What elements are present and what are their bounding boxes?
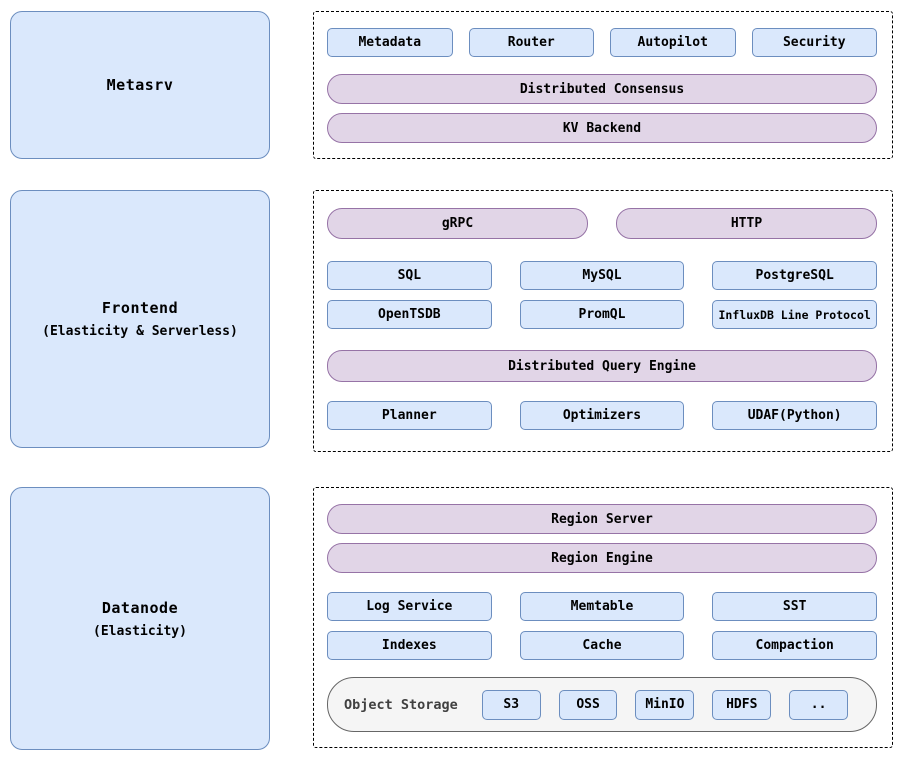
node-optimizers: Optimizers xyxy=(519,401,685,430)
node-compaction: Compaction xyxy=(712,631,877,660)
frontend-engine-modules-row: Planner Optimizers UDAF(Python) xyxy=(327,401,877,430)
metasrv-box: Metasrv xyxy=(10,11,270,159)
node-cache: Cache xyxy=(519,631,685,660)
object-storage-strip: Object Storage S3 OSS MinIO HDFS .. xyxy=(327,677,877,732)
frontend-protocols-row1: SQL MySQL PostgreSQL xyxy=(327,261,877,290)
frontend-protocols-row2: OpenTSDB PromQL InfluxDB Line Protocol xyxy=(327,300,877,329)
node-sql: SQL xyxy=(327,261,492,290)
object-storage-label: Object Storage xyxy=(344,696,458,713)
node-hdfs: HDFS xyxy=(712,689,772,720)
pill-distributed-consensus: Distributed Consensus xyxy=(327,74,877,104)
pill-region-server: Region Server xyxy=(327,504,877,534)
metasrv-modules-row: Metadata Router Autopilot Security xyxy=(327,28,877,57)
datanode-title: Datanode xyxy=(101,598,179,617)
node-autopilot: Autopilot xyxy=(610,28,736,57)
datanode-subtitle: (Elasticity) xyxy=(93,623,187,639)
metasrv-row: Metasrv Metadata Router Autopilot Securi… xyxy=(0,11,903,159)
frontend-entry-row: gRPC HTTP xyxy=(327,208,877,239)
node-sst: SST xyxy=(712,592,877,621)
metasrv-panel: Metadata Router Autopilot Security Distr… xyxy=(313,11,893,159)
node-router: Router xyxy=(468,28,594,57)
node-more: .. xyxy=(789,689,849,720)
frontend-panel: gRPC HTTP SQL MySQL PostgreSQL OpenTSDB … xyxy=(313,190,893,452)
node-planner: Planner xyxy=(327,401,492,430)
pill-grpc: gRPC xyxy=(327,208,588,239)
datanode-panel: Region Server Region Engine Log Service … xyxy=(313,487,893,748)
datanode-storage-row2: Indexes Cache Compaction xyxy=(327,631,877,660)
datanode-box: Datanode (Elasticity) xyxy=(10,487,270,750)
frontend-title: Frontend xyxy=(101,299,179,317)
node-security: Security xyxy=(751,28,877,57)
node-memtable: Memtable xyxy=(519,592,685,621)
metasrv-title: Metasrv xyxy=(106,76,174,94)
pill-http: HTTP xyxy=(616,208,877,239)
node-metadata: Metadata xyxy=(327,28,453,57)
frontend-box: Frontend (Elasticity & Serverless) xyxy=(10,190,270,448)
object-storage-backends: S3 OSS MinIO HDFS .. xyxy=(481,689,849,720)
node-udaf-python: UDAF(Python) xyxy=(712,401,877,430)
node-postgresql: PostgreSQL xyxy=(712,261,877,290)
datanode-storage-row1: Log Service Memtable SST xyxy=(327,592,877,621)
node-opentsdb: OpenTSDB xyxy=(327,300,492,329)
node-indexes: Indexes xyxy=(327,631,492,660)
pill-distributed-query-engine: Distributed Query Engine xyxy=(327,350,877,382)
node-oss: OSS xyxy=(558,689,618,720)
node-mysql: MySQL xyxy=(519,261,685,290)
node-log-service: Log Service xyxy=(327,592,492,621)
node-minio: MinIO xyxy=(635,689,695,720)
frontend-subtitle: (Elasticity & Serverless) xyxy=(42,324,238,339)
node-influxdb-line-protocol: InfluxDB Line Protocol xyxy=(712,300,877,329)
pill-region-engine: Region Engine xyxy=(327,543,877,573)
datanode-row: Datanode (Elasticity) Region Server Regi… xyxy=(0,487,903,750)
node-s3: S3 xyxy=(481,689,541,720)
frontend-row: Frontend (Elasticity & Serverless) gRPC … xyxy=(0,190,903,452)
pill-kv-backend: KV Backend xyxy=(327,113,877,143)
node-promql: PromQL xyxy=(519,300,685,329)
